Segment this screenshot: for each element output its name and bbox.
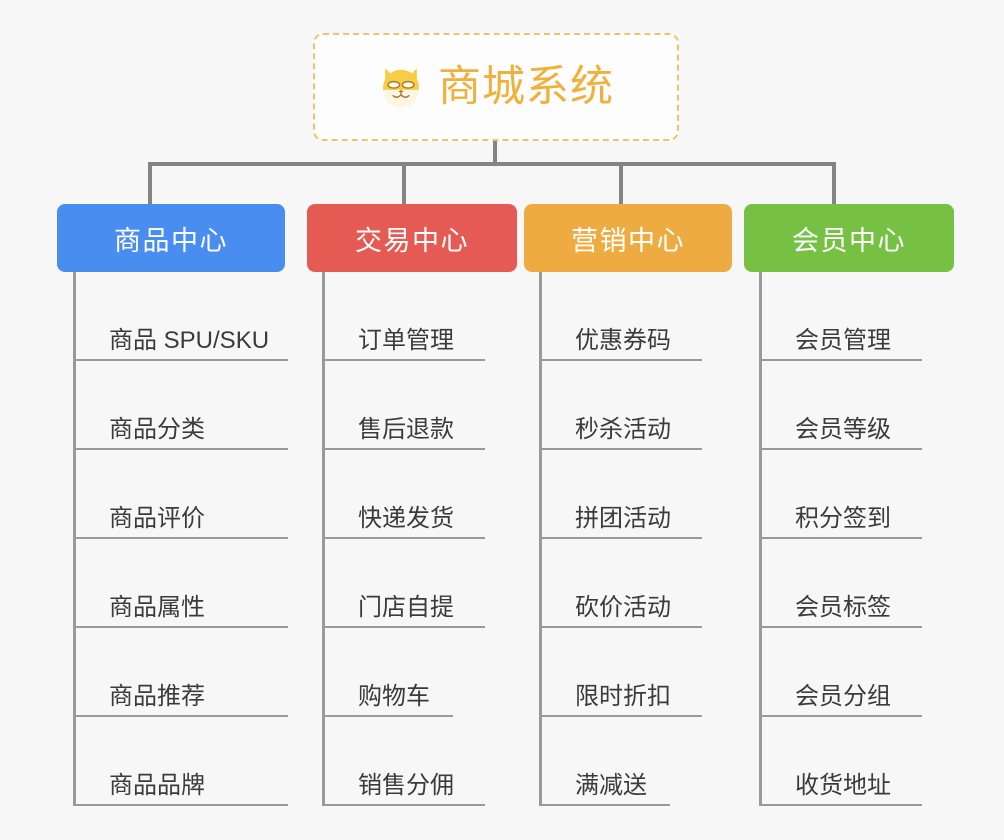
leaf-item[interactable]: 购物车: [325, 628, 453, 717]
leaf-item[interactable]: 商品评价: [76, 450, 288, 539]
leaf-item[interactable]: 会员等级: [762, 361, 922, 450]
branch-column-3: 营销中心 优惠券码 秒杀活动 拼团活动 砍价活动 限时折扣 满减送: [524, 204, 732, 806]
leaf-label: 商品评价: [109, 504, 205, 532]
branch-header-2[interactable]: 交易中心: [307, 204, 517, 272]
branch-rail-3: 优惠券码 秒杀活动 拼团活动 砍价活动 限时折扣 满减送: [539, 272, 732, 806]
leaf-item[interactable]: 秒杀活动: [542, 361, 702, 450]
branch-column-1: 商品中心 商品 SPU/SKU 商品分类 商品评价 商品属性 商品推荐 商品品牌: [57, 204, 288, 806]
leaf-label: 商品属性: [109, 593, 205, 621]
branch-header-3[interactable]: 营销中心: [524, 204, 732, 272]
leaf-label: 商品品牌: [109, 771, 205, 799]
leaf-item[interactable]: 商品分类: [76, 361, 288, 450]
leaf-label: 会员管理: [795, 326, 891, 354]
leaf-item[interactable]: 满减送: [542, 717, 670, 806]
leaf-label: 砍价活动: [575, 593, 671, 621]
leaf-item[interactable]: 限时折扣: [542, 628, 702, 717]
branch-header-label: 营销中心: [571, 225, 685, 256]
leaf-label: 积分签到: [795, 504, 891, 532]
branch-header-label: 商品中心: [114, 225, 228, 256]
leaf-label: 门店自提: [358, 593, 454, 621]
leaf-label: 购物车: [358, 682, 430, 710]
branch-rail-1: 商品 SPU/SKU 商品分类 商品评价 商品属性 商品推荐 商品品牌: [73, 272, 288, 806]
leaf-item[interactable]: 优惠券码: [542, 272, 702, 361]
leaf-item[interactable]: 拼团活动: [542, 450, 702, 539]
connector-drop-2: [402, 162, 406, 204]
branch-header-1[interactable]: 商品中心: [57, 204, 285, 272]
branch-header-label: 交易中心: [355, 225, 469, 256]
leaf-item[interactable]: 商品品牌: [76, 717, 288, 806]
leaf-label: 订单管理: [358, 326, 454, 354]
leaf-item[interactable]: 销售分佣: [325, 717, 485, 806]
root-node[interactable]: 商城系统: [313, 33, 679, 141]
connector-drop-3: [619, 162, 623, 204]
leaf-label: 拼团活动: [575, 504, 671, 532]
leaf-item[interactable]: 售后退款: [325, 361, 485, 450]
branch-header-4[interactable]: 会员中心: [744, 204, 954, 272]
leaf-item[interactable]: 商品 SPU/SKU: [76, 272, 288, 361]
leaf-label: 商品推荐: [109, 682, 205, 710]
leaf-label: 收货地址: [795, 771, 891, 799]
connector-drop-1: [148, 162, 152, 204]
leaf-item[interactable]: 会员分组: [762, 628, 922, 717]
leaf-label: 会员标签: [795, 593, 891, 621]
leaf-item[interactable]: 商品属性: [76, 539, 288, 628]
leaf-label: 商品分类: [109, 415, 205, 443]
leaf-item[interactable]: 门店自提: [325, 539, 485, 628]
branch-column-4: 会员中心 会员管理 会员等级 积分签到 会员标签 会员分组 收货地址: [744, 204, 954, 806]
leaf-label: 会员分组: [795, 682, 891, 710]
leaf-label: 商品 SPU/SKU: [109, 326, 270, 354]
leaf-item[interactable]: 积分签到: [762, 450, 922, 539]
leaf-label: 销售分佣: [358, 771, 454, 799]
leaf-label: 秒杀活动: [575, 415, 671, 443]
leaf-item[interactable]: 会员管理: [762, 272, 922, 361]
leaf-label: 限时折扣: [575, 682, 671, 710]
leaf-item[interactable]: 订单管理: [325, 272, 485, 361]
branch-rail-4: 会员管理 会员等级 积分签到 会员标签 会员分组 收货地址: [759, 272, 954, 806]
leaf-item[interactable]: 快递发货: [325, 450, 485, 539]
root-title: 商城系统: [438, 62, 614, 111]
leaf-label: 满减送: [575, 771, 647, 799]
branch-rail-2: 订单管理 售后退款 快递发货 门店自提 购物车 销售分佣: [322, 272, 517, 806]
connector-stem: [493, 141, 497, 164]
leaf-item[interactable]: 收货地址: [762, 717, 922, 806]
leaf-item[interactable]: 商品推荐: [76, 628, 288, 717]
shiba-dog-face-icon: [383, 68, 419, 108]
connector-horizontal-bar: [148, 162, 836, 166]
connector-drop-4: [832, 162, 836, 204]
leaf-label: 会员等级: [795, 415, 891, 443]
leaf-label: 售后退款: [358, 415, 454, 443]
leaf-item[interactable]: 会员标签: [762, 539, 922, 628]
branch-header-label: 会员中心: [792, 225, 906, 256]
leaf-label: 快递发货: [358, 504, 454, 532]
branch-column-2: 交易中心 订单管理 售后退款 快递发货 门店自提 购物车 销售分佣: [307, 204, 517, 806]
leaf-item[interactable]: 砍价活动: [542, 539, 702, 628]
leaf-label: 优惠券码: [575, 326, 671, 354]
